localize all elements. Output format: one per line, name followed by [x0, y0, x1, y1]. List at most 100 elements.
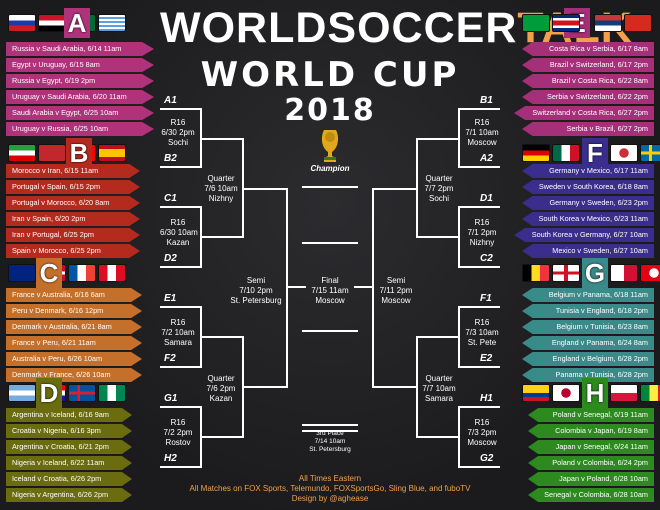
match-h2: Colombia v Japan, 6/19 8am: [528, 424, 654, 438]
group-a-letter: A: [64, 8, 90, 38]
match-f1: Germany v Mexico, 6/17 11am: [522, 164, 654, 178]
group-h-letter: H: [582, 378, 608, 408]
match-g2: Tunisia v England, 6/18 2pm: [522, 304, 654, 318]
seed-d1: D1: [480, 193, 493, 204]
match-a1: Russia v Saudi Arabia, 6/14 11am: [6, 42, 154, 56]
bracket-line: [302, 186, 358, 188]
group-e-flags-right: [594, 14, 652, 32]
bracket-line: [160, 406, 202, 408]
match-c2: Peru v Denmark, 6/16 12pm: [6, 304, 142, 318]
serbia-flag-icon: [594, 14, 622, 32]
match-d1: Argentina v Iceland, 6/16 9am: [6, 408, 132, 422]
r16-r1-info: R16 7/1 10am Moscow: [465, 118, 499, 147]
bracket-line: [372, 386, 418, 388]
bracket-line: [302, 330, 358, 332]
seed-e1: E1: [164, 293, 177, 304]
match-d3: Argentina v Croatia, 6/21 2pm: [6, 440, 132, 454]
bracket-line: [242, 386, 288, 388]
group-h: H Poland v Senegal, 6/19 11am Colombia v…: [506, 378, 660, 502]
match-d4: Nigeria v Iceland, 6/22 11am: [6, 456, 132, 470]
r16-l1-info: R16 6/30 2pm Sochi: [161, 118, 195, 147]
match-g6: Panama v Tunisia, 6/28 2pm: [522, 368, 654, 382]
match-f4: South Korea v Mexico, 6/23 11am: [522, 212, 654, 226]
nigeria-flag-icon: [98, 384, 126, 402]
bracket-line: [458, 466, 500, 468]
match-e3: Brazil v Costa Rica, 6/22 8am: [522, 74, 654, 88]
poland-flag-icon: [610, 384, 638, 402]
bracket-line: [160, 466, 202, 468]
match-c3: Denmark v Australia, 6/21 8am: [6, 320, 142, 334]
bracket-line: [354, 286, 374, 288]
bracket-line: [416, 236, 460, 238]
match-a3: Russia v Egypt, 6/19 2pm: [6, 74, 154, 88]
match-g1: Belgium v Panama, 6/18 11am: [522, 288, 654, 302]
senegal-flag-icon: [640, 384, 660, 402]
bracket-line: [458, 108, 500, 110]
match-h6: Senegal v Colombia, 6/28 10am: [528, 488, 654, 502]
match-e1: Costa Rica v Serbia, 6/17 8am: [522, 42, 654, 56]
bracket-line: [200, 436, 244, 438]
bracket-line: [160, 166, 202, 168]
r16-l2-info: R16 6/30 10am Kazan: [160, 218, 198, 247]
bracket-line: [160, 206, 202, 208]
match-g5: England v Belgium, 6/28 2pm: [522, 352, 654, 366]
match-f5: South Korea v Germany, 6/27 10am: [514, 228, 654, 242]
quarter-r2-info: Quarter 7/7 10am Samara: [422, 374, 456, 403]
group-d: D Argentina v Iceland, 6/16 9am Croatia …: [6, 378, 154, 502]
match-d5: Iceland v Croatia, 6/26 2pm: [6, 472, 132, 486]
match-d6: Nigeria v Argentina, 6/26 2pm: [6, 488, 132, 502]
group-g-flags-right: [610, 264, 660, 282]
quarter-r1-info: Quarter 7/7 2pm Sochi: [424, 174, 454, 203]
seed-h2: H2: [164, 453, 177, 464]
seed-b1: B1: [480, 95, 493, 106]
bracket-line: [242, 188, 288, 190]
match-e6: Serbia v Brazil, 6/27 2pm: [522, 122, 654, 136]
bracket-line: [160, 266, 202, 268]
match-h1: Poland v Senegal, 6/19 11am: [528, 408, 654, 422]
group-h-flags: [522, 384, 580, 402]
match-a4: Uruguay v Saudi Arabia, 6/20 11am: [6, 90, 154, 104]
france-flag-icon: [68, 264, 96, 282]
panama-flag-icon: [610, 264, 638, 282]
footer-broadcast: All Matches on FOX Sports, Telemundo, FO…: [189, 484, 471, 493]
group-c: C France v Australia, 6/16 6am Peru v De…: [6, 258, 154, 382]
seed-b2: B2: [164, 153, 177, 164]
match-b3: Portugal v Morocco, 6/20 8am: [6, 196, 140, 210]
bracket-line: [200, 138, 244, 140]
match-e5: Switzerland v Costa Rica, 6/27 2pm: [514, 106, 654, 120]
title-world: WORLDSOCCER: [160, 4, 518, 52]
seed-d2: D2: [164, 253, 177, 264]
belgium-flag-icon: [522, 264, 550, 282]
bracket-line: [200, 336, 244, 338]
third-place-info: 3rd Place 7/14 10am St. Petersburg: [309, 430, 351, 453]
iran-flag-icon: [8, 144, 36, 162]
group-b: B Morocco v Iran, 6/15 11am Portugal v S…: [6, 138, 154, 258]
match-d2: Croatia v Nigeria, 6/16 3pm: [6, 424, 132, 438]
match-c5: Australia v Peru, 6/26 10am: [6, 352, 142, 366]
quarter-l1-info: Quarter 7/6 10am Nizhny: [204, 174, 238, 203]
match-e4: Serbia v Switzerland, 6/22 2pm: [522, 90, 654, 104]
group-b-letter: B: [66, 138, 92, 168]
match-h5: Japan v Poland, 6/28 10am: [528, 472, 654, 486]
footer-times: All Times Eastern: [298, 474, 362, 483]
footer-credit: Design by @aghease: [291, 494, 369, 503]
match-e2: Brazil v Switzerland, 6/17 2pm: [522, 58, 654, 72]
match-a2: Egypt v Uruguay, 6/15 8am: [6, 58, 154, 72]
seed-g1: G1: [164, 393, 178, 404]
group-g-letter: G: [582, 258, 608, 288]
match-h4: Poland v Colombia, 6/24 2pm: [528, 456, 654, 470]
match-c1: France v Australia, 6/16 6am: [6, 288, 142, 302]
group-e: E Costa Rica v Serbia, 6/17 8am Brazil v…: [506, 8, 654, 136]
group-f-flags: [522, 144, 580, 162]
match-a5: Saudi Arabia v Egypt, 6/25 10am: [6, 106, 154, 120]
peru-flag-icon: [98, 264, 126, 282]
bracket-line: [160, 366, 202, 368]
brazil-flag-icon: [522, 14, 550, 32]
bracket-line: [372, 188, 418, 190]
bracket-line: [458, 406, 500, 408]
trophy-icon: [321, 130, 339, 162]
costa-rica-flag-icon: [552, 14, 580, 32]
event-title: WORLD CUP: [200, 55, 460, 95]
bracket-line: [458, 306, 500, 308]
morocco-flag-icon: [38, 144, 66, 162]
